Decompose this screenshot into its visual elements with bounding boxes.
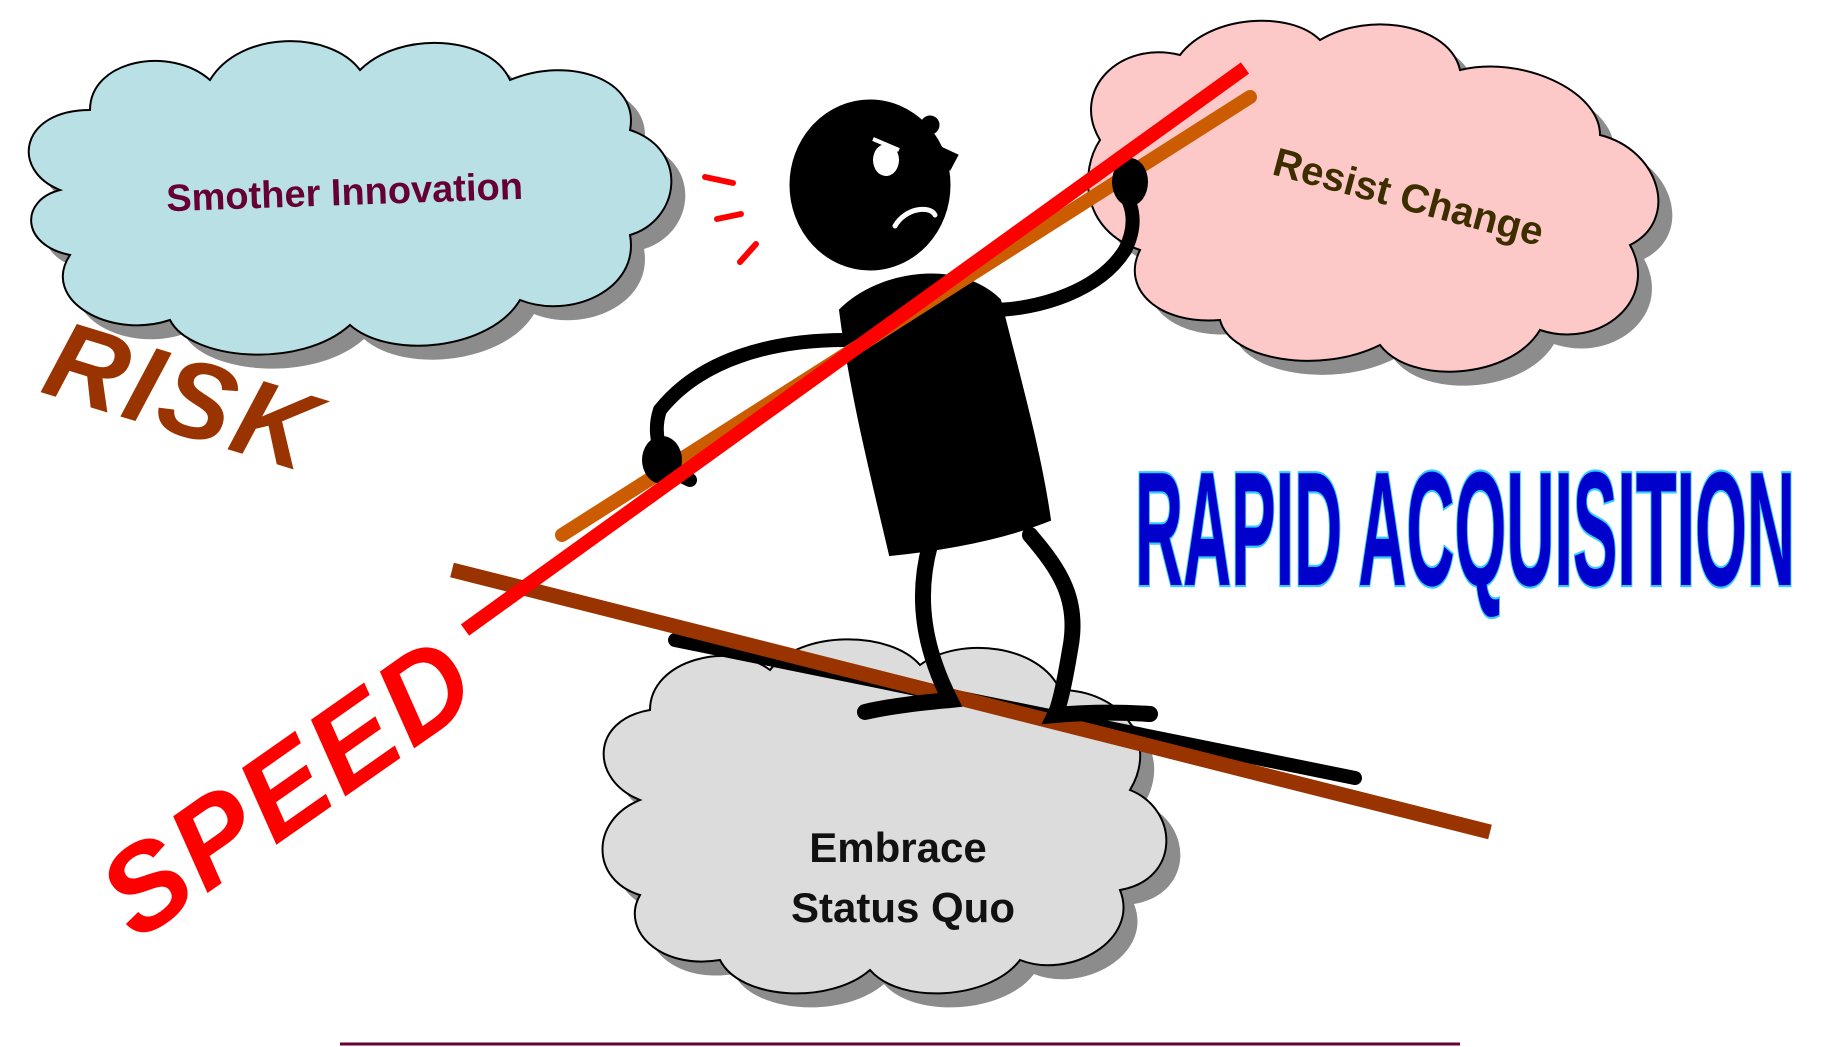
figure-left-leg xyxy=(857,537,963,720)
figure-exclamation xyxy=(928,140,959,171)
figure-right-leg xyxy=(1022,527,1158,725)
figure-tear-dot xyxy=(920,115,940,135)
cloud-embrace-label-line1: Embrace xyxy=(809,824,986,871)
speed-beam xyxy=(460,62,1250,636)
cloud-resist-change: Resist Change xyxy=(1087,19,1673,386)
figure-body xyxy=(838,273,1052,557)
cloud-embrace-label-line2: Status Quo xyxy=(791,884,1015,931)
figure-right-hand xyxy=(1112,158,1148,206)
motion-mark-1 xyxy=(702,174,736,186)
cloud-embrace-body xyxy=(601,638,1168,995)
figure-eye-white xyxy=(873,144,899,176)
risk-beam xyxy=(450,562,1492,840)
stick-figure xyxy=(649,99,1158,725)
speed-label: SPEED xyxy=(75,609,501,964)
cloud-smother-innovation: Smother Innovation xyxy=(27,40,686,369)
figure-frown xyxy=(892,206,938,229)
cloud-embrace-status-quo: Embrace Status Quo xyxy=(601,638,1181,1008)
motion-mark-3 xyxy=(737,241,759,265)
figure-head xyxy=(789,99,951,271)
page-title: RAPID ACQUISITION xyxy=(1135,438,1795,619)
risk-beam-line xyxy=(450,562,1492,840)
figure-left-hand xyxy=(642,436,682,484)
motion-marks xyxy=(702,174,759,265)
cloud-smother-body xyxy=(27,40,673,356)
figure-brow xyxy=(872,137,900,152)
motion-mark-2 xyxy=(714,211,744,222)
speed-beam-line xyxy=(460,62,1250,636)
